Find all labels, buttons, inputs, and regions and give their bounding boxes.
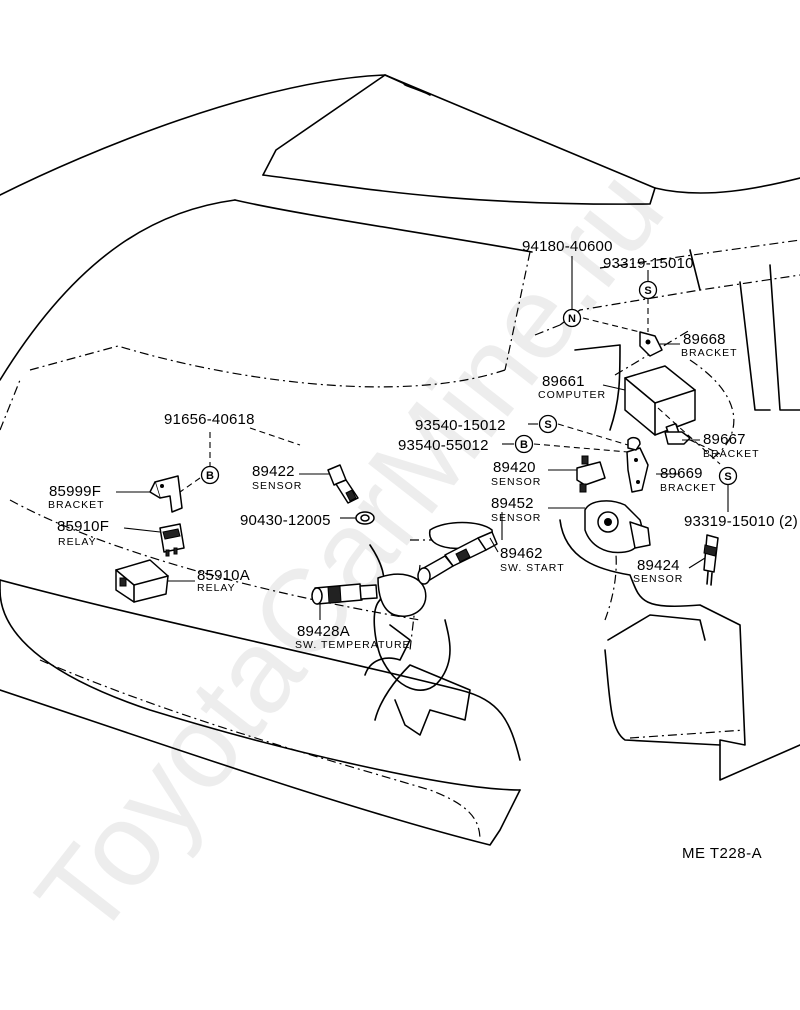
figure-code: ME T228-A [682,845,762,862]
bracket-89668 [639,331,663,357]
svg-text:93540-55012: 93540-55012 [398,437,489,454]
bracket-89669 [626,436,649,493]
part-label-89422: 89422 SENSOR [252,463,302,492]
relay-85910a [115,559,169,603]
computer-89661 [624,365,696,440]
svg-text:93540-15012: 93540-15012 [415,417,506,434]
part-label-93540-15012: 93540-15012 [415,417,506,434]
part-label-89668: 89668 BRACKET [681,331,738,359]
part-label-89667: 89667 BRACKET [703,431,760,460]
svg-text:BRACKET: BRACKET [48,499,105,511]
sensor-89422 [327,464,359,504]
svg-text:COMPUTER: COMPUTER [538,389,606,401]
part-label-89661: 89661 COMPUTER [538,373,606,401]
part-label-89428a: 89428A SW. TEMPERATURE [295,623,411,651]
svg-text:BRACKET: BRACKET [681,347,738,359]
part-label-91656-40618: 91656-40618 [164,411,255,428]
svg-text:91656-40618: 91656-40618 [164,411,255,428]
part-label-85999f: 85999F BRACKET [48,483,105,511]
svg-text:RELAY: RELAY [58,536,97,548]
svg-text:89661: 89661 [542,373,585,390]
svg-text:85910F: 85910F [57,518,109,535]
svg-text:B: B [206,470,214,482]
svg-text:89422: 89422 [252,463,295,480]
svg-text:89428A: 89428A [297,623,350,640]
svg-text:89669: 89669 [660,465,703,482]
svg-text:SENSOR: SENSOR [491,476,541,488]
relay-85910f [159,523,185,557]
svg-text:89668: 89668 [683,331,726,348]
svg-text:89424: 89424 [637,557,680,574]
svg-text:BRACKET: BRACKET [703,448,760,460]
part-label-90430-12005: 90430-12005 [240,512,331,529]
svg-text:SENSOR: SENSOR [491,512,541,524]
svg-text:89452: 89452 [491,495,534,512]
part-label-89452: 89452 SENSOR [491,495,541,524]
svg-text:94180-40600: 94180-40600 [522,238,613,255]
fan-assembly [364,521,493,736]
callout-s-top: S [638,280,658,300]
sensor-89452 [584,500,651,554]
part-label-93319-15010-2: 93319-15010 (2) [684,513,798,530]
svg-text:SENSOR: SENSOR [633,573,683,585]
vehicle-body-outline [0,74,800,846]
part-label-85910f: 85910F RELAY [57,518,109,548]
part-label-85910a: 85910A RELAY [197,567,250,594]
switch-temperature-89428a [311,583,378,605]
part-label-93540-55012: 93540-55012 [398,437,489,454]
switch-start-89462 [417,531,498,585]
part-label-94180-40600: 94180-40600 [522,238,613,255]
svg-text:S: S [544,419,551,431]
part-label-89420: 89420 SENSOR [491,459,541,488]
part-label-89669: 89669 BRACKET [660,465,717,494]
callout-s-middle: S [538,414,558,434]
watermark: ToyotaCarMine.ru [11,146,688,961]
callout-n: N [562,308,582,328]
bracket-85999f [149,475,183,513]
svg-text:N: N [568,313,576,325]
svg-text:89420: 89420 [493,459,536,476]
callout-s-right: S [718,466,738,486]
svg-text:B: B [520,439,528,451]
part-label-93319-15010: 93319-15010 [603,255,694,272]
gasket-90430 [355,511,375,525]
sensor-89420 [576,455,606,493]
svg-text:SW. START: SW. START [500,562,565,574]
svg-text:90430-12005: 90430-12005 [240,512,331,529]
bracket-89667 [664,431,691,445]
svg-text:S: S [644,285,651,297]
svg-text:89462: 89462 [500,545,543,562]
svg-text:93319-15010: 93319-15010 [603,255,694,272]
part-label-89424: 89424 SENSOR [633,557,683,585]
sensor-89424 [703,534,719,586]
leader-lines [116,256,729,620]
svg-text:RELAY: RELAY [197,582,236,594]
svg-text:93319-15010 (2): 93319-15010 (2) [684,513,798,530]
svg-text:SENSOR: SENSOR [252,480,302,492]
svg-text:SW. TEMPERATURE: SW. TEMPERATURE [295,639,411,651]
callout-b-left: B [200,465,220,485]
svg-text:89667: 89667 [703,431,746,448]
svg-text:85910A: 85910A [197,567,250,584]
callout-b-right: B [514,434,534,454]
svg-text:S: S [724,471,731,483]
part-label-89462: 89462 SW. START [500,545,565,574]
svg-text:BRACKET: BRACKET [660,482,717,494]
svg-text:85999F: 85999F [49,483,101,500]
